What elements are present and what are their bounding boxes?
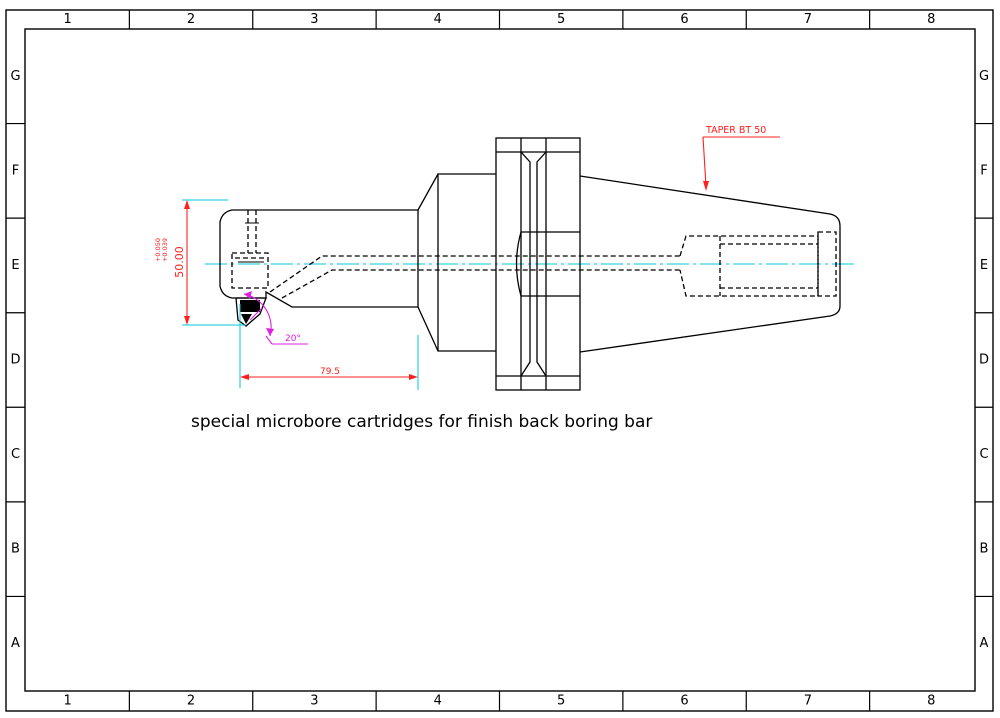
taper-outline	[579, 175, 841, 353]
dim-arrow-right	[409, 374, 418, 380]
zone-label-row-left-F: F	[12, 163, 19, 178]
zone-dividers	[6, 10, 993, 711]
coolant-channel-lower	[281, 269, 680, 299]
zone-label-row-left-G: G	[10, 69, 20, 84]
zone-label-col-top-3: 3	[310, 12, 318, 27]
zone-label-col-top-4: 4	[434, 12, 442, 27]
dim-arrow-bottom	[184, 316, 190, 325]
zone-label-col-bottom-1: 1	[64, 694, 72, 709]
angle-arrow-top	[244, 291, 252, 299]
insert-clamp	[240, 300, 260, 312]
zone-label-row-left-E: E	[11, 258, 19, 273]
zone-label-col-bottom-3: 3	[310, 694, 318, 709]
zone-label-col-top-7: 7	[804, 12, 812, 27]
knob-bore-outer	[679, 235, 819, 297]
zone-label-row-right-F: F	[980, 163, 987, 178]
shank-lower-chamfer	[417, 306, 496, 352]
dim-length-value: 79.5	[320, 367, 340, 377]
cartridge-pocket	[231, 252, 269, 289]
zone-label-col-bottom-5: 5	[557, 694, 565, 709]
sheet-outer-border	[5, 9, 994, 712]
v-groove-left	[520, 151, 531, 377]
zone-label-col-bottom-2: 2	[187, 694, 195, 709]
angle-value: 20°	[285, 334, 301, 344]
zone-label-row-left-D: D	[10, 353, 20, 368]
zone-label-row-left-C: C	[11, 447, 20, 462]
zone-label-row-right-C: C	[979, 447, 988, 462]
zone-label-col-bottom-8: 8	[927, 694, 935, 709]
coolant-channel-upper	[269, 255, 680, 293]
zone-label-col-top-8: 8	[927, 12, 935, 27]
drawing-frame	[24, 28, 976, 692]
zone-label-row-right-G: G	[979, 69, 989, 84]
zone-label-row-left-A: A	[11, 636, 20, 651]
zone-label-col-bottom-7: 7	[804, 694, 812, 709]
knob-counterbore	[817, 231, 837, 297]
cutting-insert	[235, 297, 267, 327]
zone-label-col-top-1: 1	[64, 12, 72, 27]
zone-label-row-left-B: B	[11, 542, 20, 557]
zone-label-row-right-E: E	[980, 258, 988, 273]
flange-outline	[495, 137, 581, 391]
zone-label-col-top-6: 6	[680, 12, 688, 27]
drawing-caption: special microbore cartridges for finish …	[191, 412, 652, 432]
zone-label-row-right-D: D	[979, 353, 989, 368]
angle-leader-1	[249, 307, 263, 321]
boring-bar-drawing: 50.00 +0.050 +0.039 79.5 20° TAPER BT 50	[154, 125, 858, 391]
zone-label-col-top-2: 2	[187, 12, 195, 27]
dim-arrow-left	[240, 374, 249, 380]
knob-thread	[720, 243, 818, 289]
angle-arrow-bottom	[266, 328, 274, 336]
zone-label-col-top-5: 5	[557, 12, 565, 27]
taper-leader-line	[702, 136, 707, 187]
taper-label: TAPER BT 50	[705, 125, 766, 136]
v-groove-right	[536, 151, 547, 377]
dim-diameter-value: 50.00	[173, 246, 186, 278]
zone-label-row-right-B: B	[980, 542, 989, 557]
dim-arrow-top	[184, 200, 190, 209]
angle-leader-3	[265, 335, 273, 345]
bar-body-outline	[219, 209, 419, 308]
taper-leader-arrow	[703, 181, 709, 191]
shank-upper-chamfer	[417, 173, 496, 211]
drive-slot-left	[515, 231, 522, 297]
zone-label-row-right-A: A	[980, 636, 989, 651]
insert-tip	[241, 314, 252, 324]
zone-label-col-bottom-4: 4	[434, 694, 442, 709]
dim-tolerance-lower: +0.039	[161, 238, 169, 262]
dim-tolerance-upper: +0.050	[154, 238, 162, 262]
zone-label-col-bottom-6: 6	[680, 694, 688, 709]
